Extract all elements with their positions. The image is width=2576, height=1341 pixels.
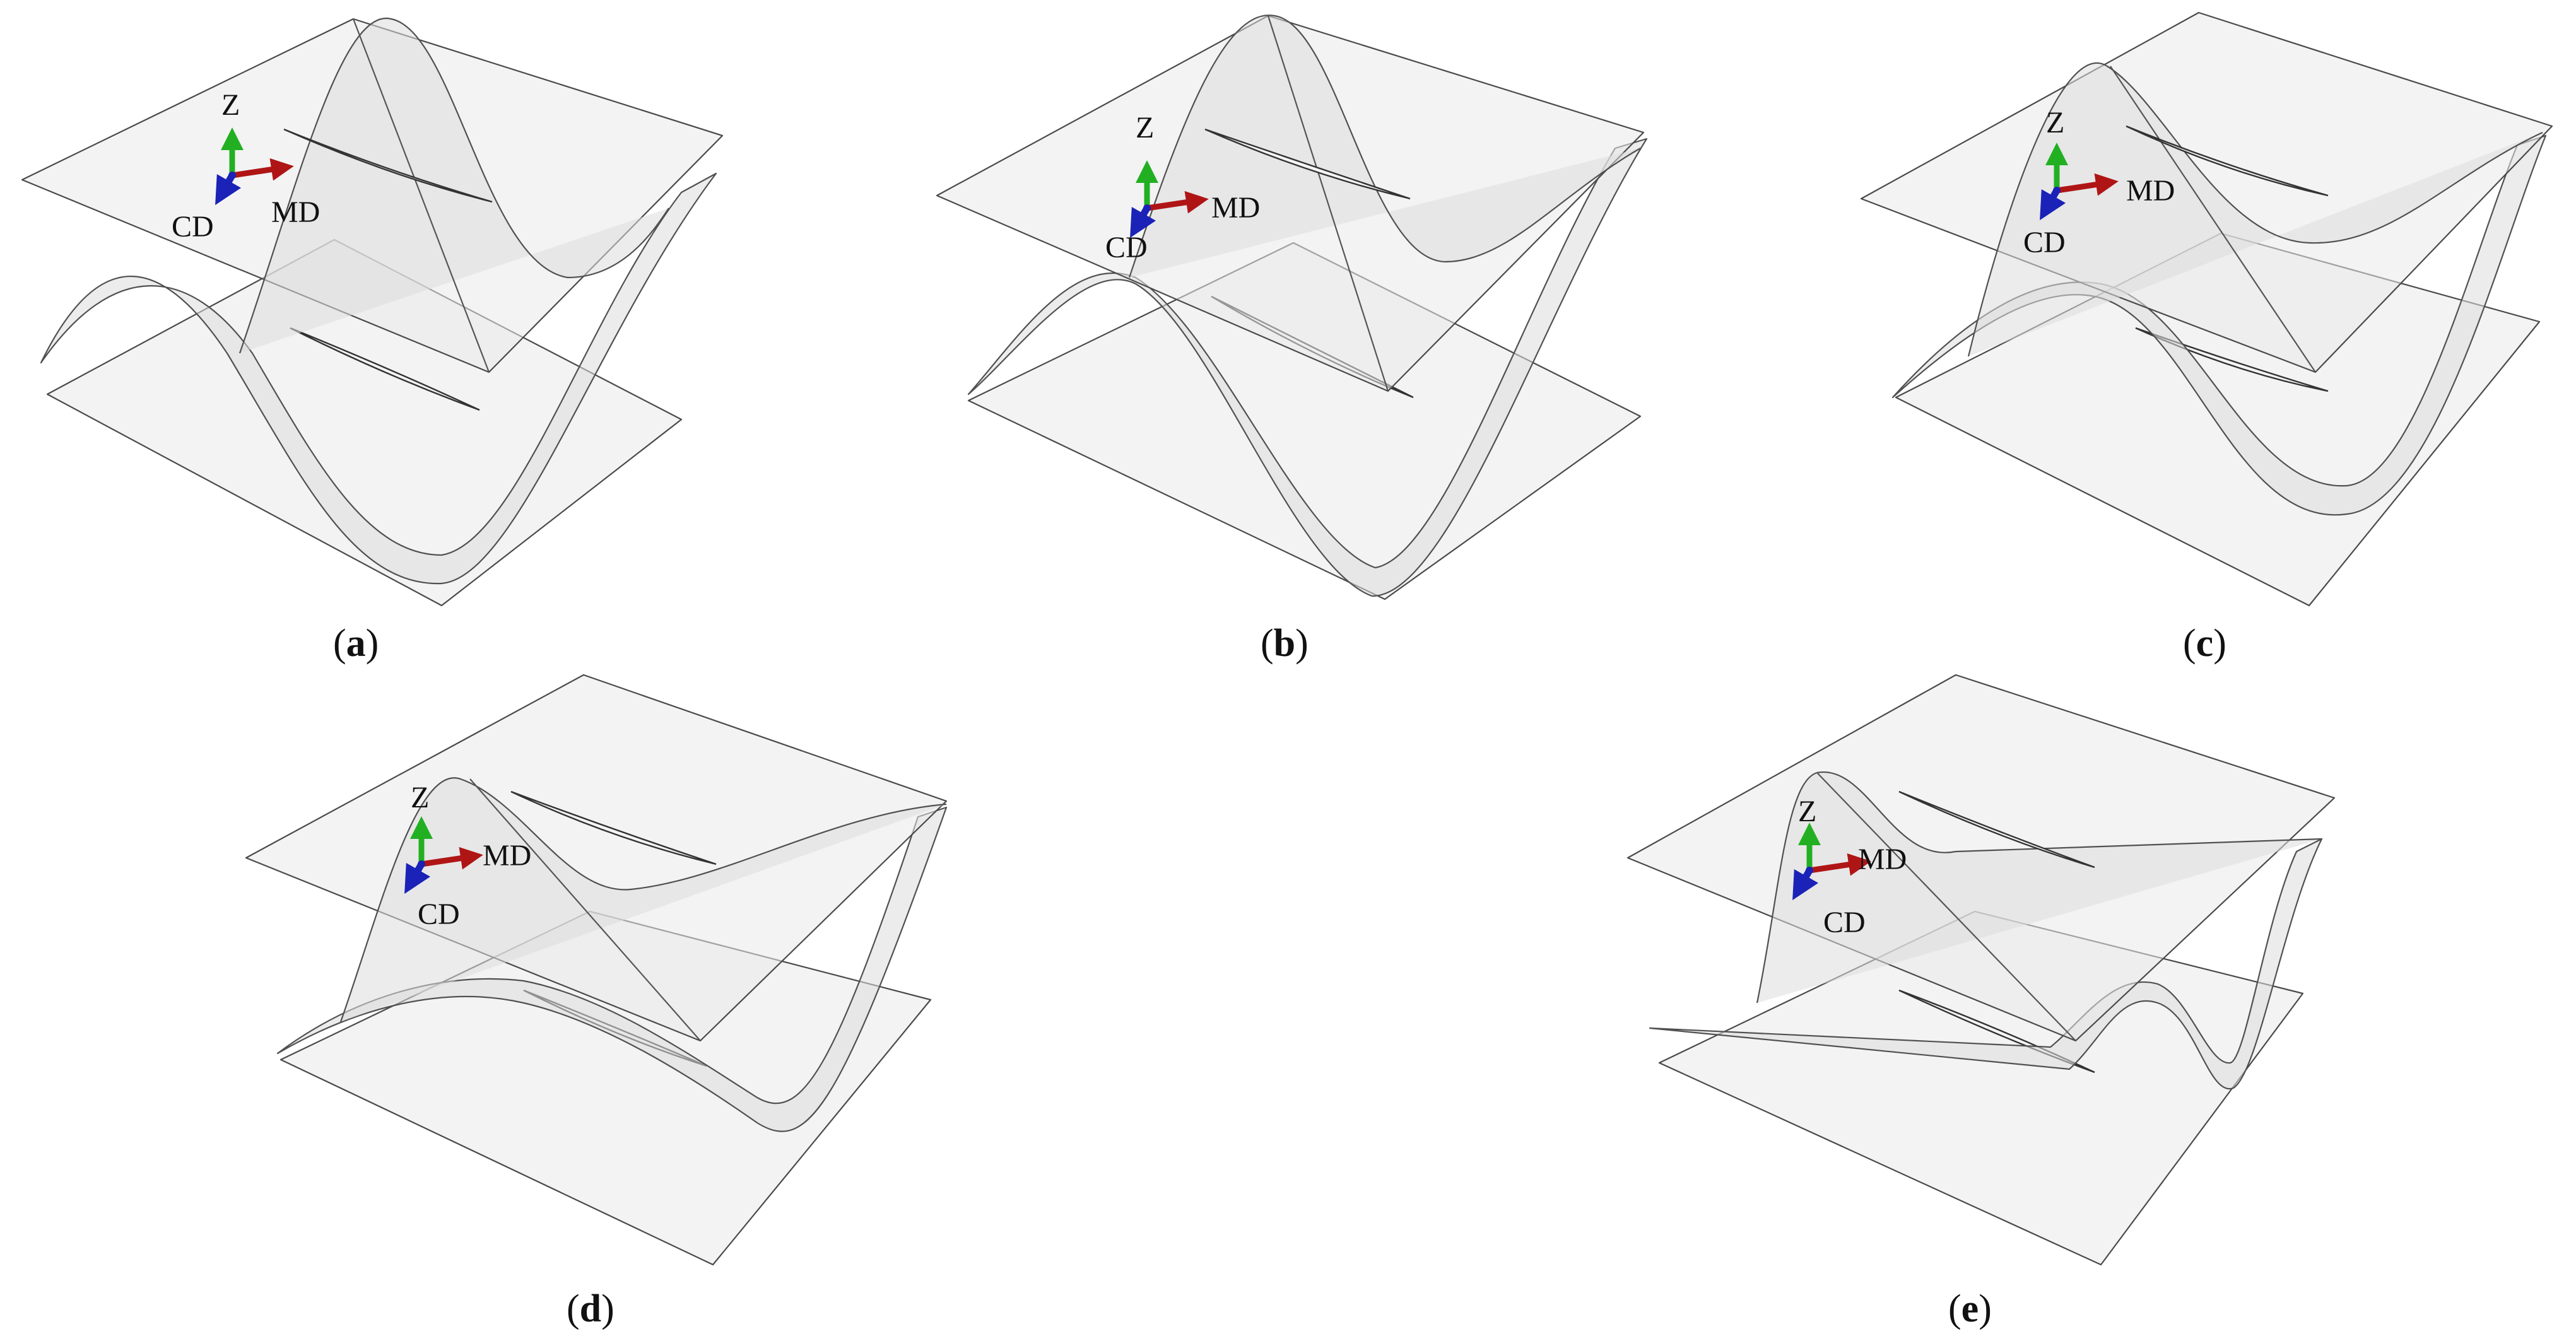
panel-c: Z MD CD (c) [1860, 11, 2553, 665]
fold-line [1816, 772, 2076, 1041]
z-axis-label: Z [2046, 106, 2064, 139]
corrugated-sheet [967, 138, 1648, 597]
md-axis-label: MD [2126, 174, 2175, 208]
panel-a: Z MD CD (a) [21, 17, 724, 665]
fold-line [2110, 66, 2316, 373]
top-plate [245, 674, 948, 1042]
fold-line [1267, 15, 1389, 392]
md-axis-label: MD [1858, 843, 1907, 876]
md-axis-label: MD [483, 839, 531, 872]
bottom-plate [46, 238, 683, 607]
top-slit [283, 128, 493, 203]
cd-axis-label: CD [418, 898, 460, 931]
cd-axis-label: CD [1105, 231, 1148, 264]
z-axis-label: Z [1798, 795, 1816, 828]
cd-axis-label: CD [1823, 906, 1866, 939]
panel-b: Z MD CD (b) [936, 15, 1648, 665]
top-slit [1204, 128, 1411, 200]
md-axis-label: MD [1211, 191, 1260, 225]
caption-b: (b) [1261, 622, 1309, 665]
cd-axis-label: CD [2023, 226, 2066, 259]
fold-line [352, 18, 490, 373]
top-slit [1898, 790, 2095, 869]
z-axis-label: Z [221, 88, 240, 122]
top-fold [1756, 771, 2322, 1004]
top-fold [1967, 62, 2543, 357]
bottom-slit [290, 327, 480, 411]
top-slit [510, 790, 717, 865]
panel-e: Z MD CD (e) [1626, 674, 2336, 1330]
caption-c: (c) [2183, 622, 2226, 665]
cd-axis-label: CD [172, 210, 214, 243]
caption-e: (e) [1948, 1287, 1992, 1330]
caption-a: (a) [333, 622, 379, 665]
fold-line [469, 778, 701, 1041]
corrugated-sheet [40, 172, 717, 585]
md-axis-label: MD [271, 196, 320, 229]
z-axis-label: Z [411, 781, 429, 814]
top-fold [1128, 15, 1641, 278]
bottom-slit [2135, 327, 2329, 392]
caption-d: (d) [567, 1287, 615, 1330]
panel-d: Z MD CD (d) [245, 674, 948, 1330]
top-fold [238, 17, 669, 354]
corrugated-sheet [276, 806, 948, 1132]
top-slit [2126, 125, 2329, 197]
top-fold [339, 777, 947, 1022]
z-axis-label: Z [1136, 111, 1154, 144]
